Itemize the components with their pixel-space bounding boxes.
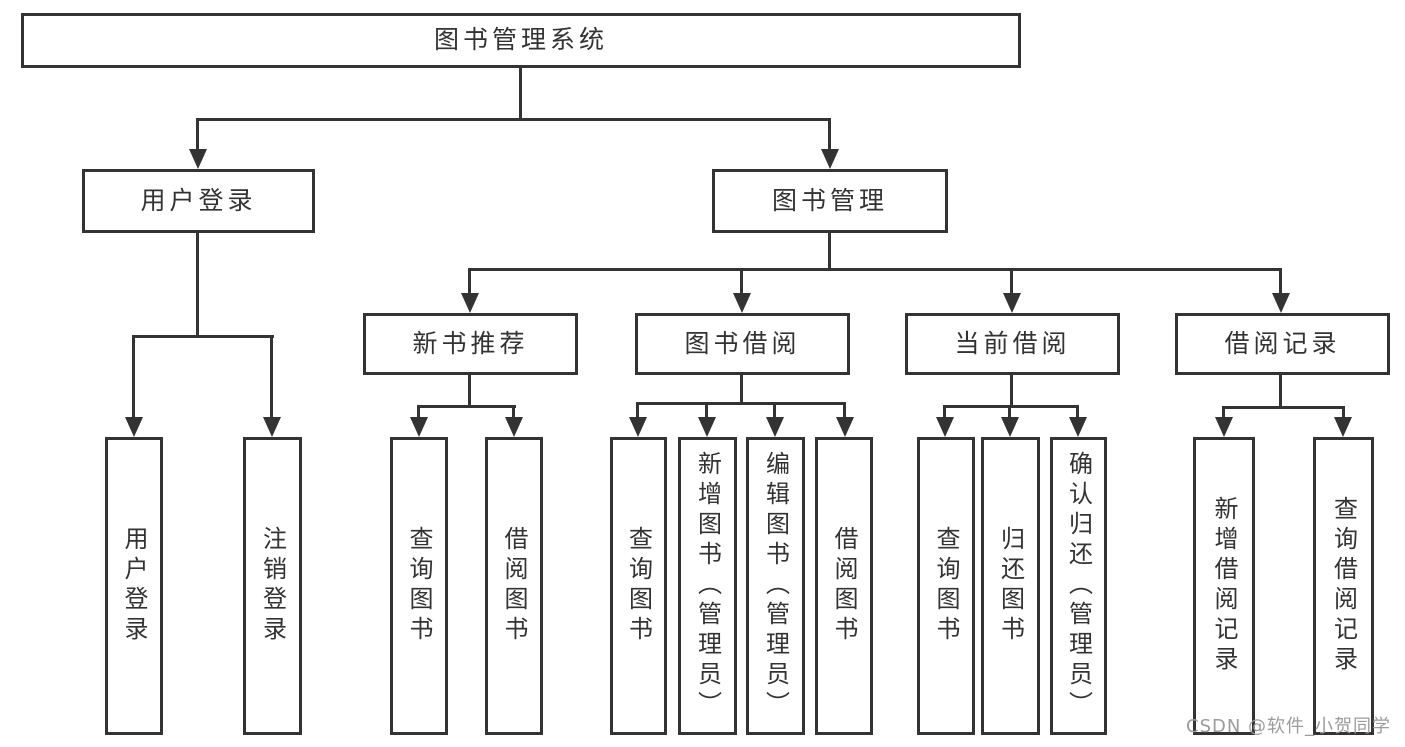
connector-line: [636, 402, 846, 405]
connector-line: [519, 68, 522, 118]
connector-line: [196, 118, 831, 121]
connector-line: [1010, 268, 1013, 295]
leaf-edit-book-admin: 编辑图书（管理员）: [746, 437, 805, 735]
connector-line: [705, 402, 708, 419]
connector-line: [270, 335, 273, 419]
arrowhead-down-icon: [836, 417, 854, 437]
arrowhead-down-icon: [189, 149, 207, 169]
connector-line: [943, 405, 946, 419]
connector-line: [1279, 268, 1282, 295]
leaf-query-books-recommend: 查询图书: [390, 437, 448, 735]
csdn-watermark: CSDN @软件_小贺同学: [1186, 716, 1392, 737]
leaf-logout: 注销登录: [243, 437, 302, 735]
connector-line: [196, 233, 199, 338]
arrowhead-down-icon: [125, 417, 143, 437]
arrowhead-down-icon: [263, 417, 281, 437]
leaf-borrow-books-borrowing: 借阅图书: [815, 437, 873, 735]
leaf-add-borrow-record: 新增借阅记录: [1193, 437, 1255, 735]
leaf-query-books-current: 查询图书: [917, 437, 975, 735]
connector-line: [132, 335, 274, 338]
connector-line: [740, 268, 743, 295]
node-user-login: 用户登录: [82, 169, 315, 233]
connector-line: [1008, 405, 1011, 419]
arrowhead-down-icon: [698, 417, 716, 437]
leaf-borrow-books-recommend: 借阅图书: [485, 437, 543, 735]
connector-line: [1342, 406, 1345, 419]
arrowhead-down-icon: [821, 149, 839, 169]
node-book-borrowing: 图书借阅: [635, 313, 850, 375]
connector-line: [417, 405, 420, 419]
node-current-borrowing: 当前借阅: [905, 313, 1120, 375]
leaf-add-book-admin: 新增图书（管理员）: [678, 437, 737, 735]
connector-line: [468, 268, 471, 295]
arrowhead-down-icon: [766, 417, 784, 437]
arrowhead-down-icon: [629, 417, 647, 437]
arrowhead-down-icon: [1272, 293, 1290, 313]
connector-line: [417, 405, 516, 408]
arrowhead-down-icon: [1069, 417, 1087, 437]
connector-line: [636, 402, 639, 419]
arrowhead-down-icon: [1001, 417, 1019, 437]
connector-line: [1222, 406, 1345, 409]
node-book-management: 图书管理: [712, 169, 948, 233]
arrowhead-down-icon: [1003, 293, 1021, 313]
connector-line: [1279, 374, 1282, 409]
connector-line: [512, 405, 515, 419]
leaf-return-book: 归还图书: [981, 437, 1040, 735]
arrowhead-down-icon: [733, 293, 751, 313]
node-borrowing-records: 借阅记录: [1175, 313, 1390, 375]
connector-line: [1222, 406, 1225, 419]
leaf-query-books-borrowing: 查询图书: [610, 437, 667, 735]
leaf-user-login: 用户登录: [105, 437, 163, 735]
leaf-confirm-return-admin: 确认归还（管理员）: [1050, 437, 1107, 735]
arrowhead-down-icon: [1334, 417, 1352, 437]
connector-line: [196, 118, 199, 152]
arrowhead-down-icon: [410, 417, 428, 437]
arrowhead-down-icon: [1215, 417, 1233, 437]
connector-line: [773, 402, 776, 419]
connector-line: [132, 335, 135, 419]
node-root-library-system: 图书管理系统: [21, 13, 1021, 68]
connector-line: [1010, 374, 1013, 408]
leaf-query-borrow-record: 查询借阅记录: [1313, 437, 1374, 735]
arrowhead-down-icon: [461, 293, 479, 313]
connector-line: [943, 405, 1079, 408]
connector-line: [843, 402, 846, 419]
connector-line: [468, 374, 471, 408]
arrowhead-down-icon: [936, 417, 954, 437]
connector-line: [1076, 405, 1079, 419]
node-new-book-recommend: 新书推荐: [363, 313, 578, 375]
connector-line: [828, 233, 831, 268]
connector-line: [740, 374, 743, 404]
arrowhead-down-icon: [505, 417, 523, 437]
connector-line: [828, 118, 831, 152]
connector-line: [468, 268, 1282, 271]
